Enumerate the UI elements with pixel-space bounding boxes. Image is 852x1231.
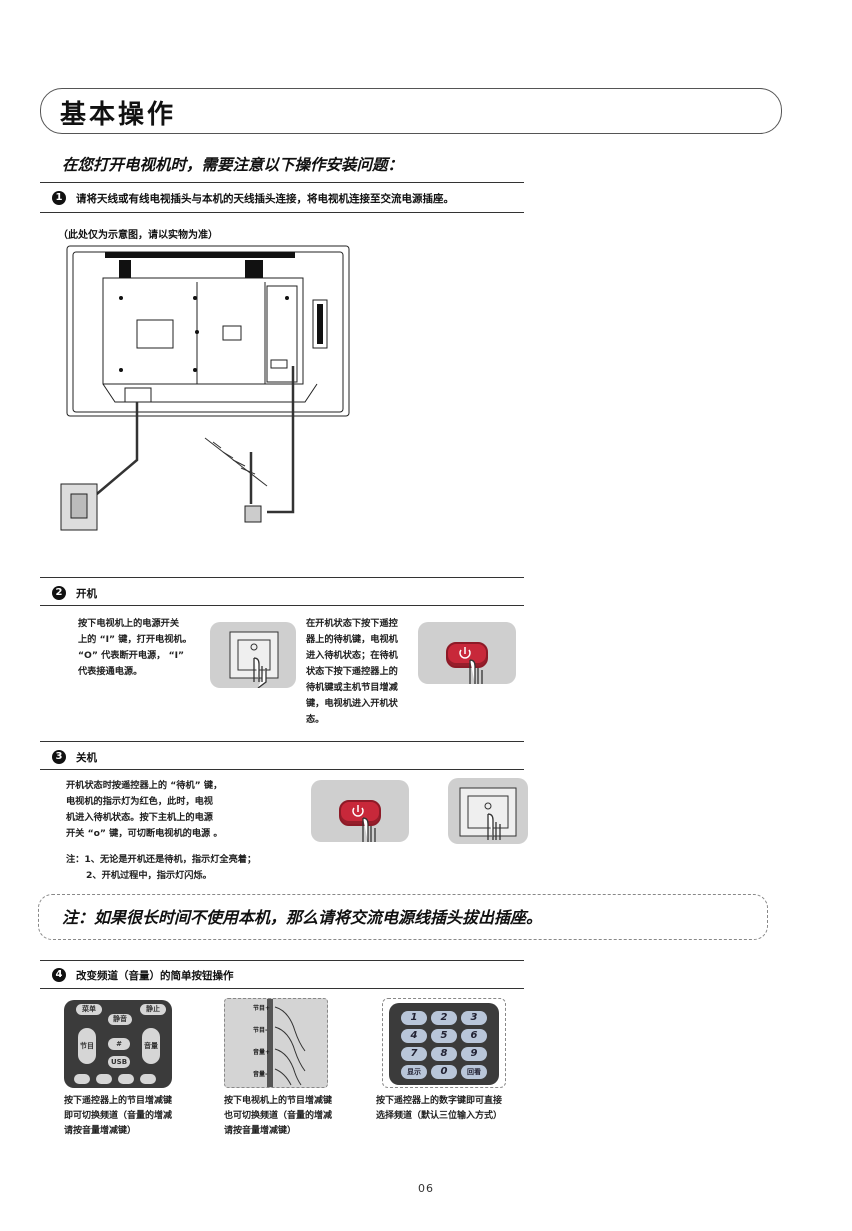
standby-button — [446, 642, 488, 668]
standby-button — [339, 800, 381, 826]
diagram-note: （此处仅为示意图，请以实物为准） — [58, 230, 218, 241]
freeze-button: 静止 — [140, 1004, 166, 1015]
text-line: 键，电视机进入开机状 — [306, 698, 398, 709]
step4-heading: 改变频道（音量）的简单按钮操作 — [76, 970, 234, 982]
page-number: 06 — [418, 1182, 434, 1195]
panel-label: 音量+ — [253, 1049, 271, 1056]
caption-line: 请按音量增减键） — [224, 1126, 297, 1136]
panel-label: 节目+ — [253, 1005, 271, 1012]
page-title: 基本操作 — [60, 100, 177, 130]
power-switch-illustration — [448, 778, 528, 844]
hash-button: # — [108, 1038, 130, 1050]
key-recall: 回看 — [461, 1065, 487, 1079]
text-line: 开机状态时按遥控器上的 “待机” 键， — [66, 780, 223, 791]
caption-line: 选择频道（默认三位输入方式） — [376, 1111, 503, 1121]
menu-button: 菜单 — [76, 1004, 102, 1015]
finger-press-icon — [274, 1006, 306, 1086]
remote-channel-illustration: 菜单 静止 静音 节目 音量 # USB — [64, 1000, 172, 1088]
divider — [40, 577, 524, 578]
text-line: 进入待机状态；在待机 — [306, 650, 398, 661]
text-line: 器上的待机键，电视机 — [306, 634, 398, 645]
stop-button — [96, 1074, 112, 1084]
step3-number: 3 — [52, 750, 66, 764]
divider — [40, 960, 524, 961]
key-display: 显示 — [401, 1065, 427, 1079]
key-6: 6 — [461, 1029, 487, 1043]
notice-frame — [38, 894, 768, 940]
play-button — [118, 1074, 134, 1084]
rewind-button — [74, 1074, 90, 1084]
divider — [40, 182, 524, 183]
key-9: 9 — [461, 1047, 487, 1061]
channel-rocker: 节目 — [78, 1028, 96, 1064]
panel-edge — [267, 999, 273, 1087]
caption-line: 按下遥控器上的节目增减键 — [64, 1096, 173, 1106]
divider — [40, 988, 524, 989]
text-line: 开关 “o” 键，可切断电视机的电源 。 — [66, 828, 223, 839]
power-on-instructions: 按下电视机上的电源开关 上的 “I” 键，打开电视机。 “O” 代表断开电源， … — [78, 616, 192, 680]
divider — [40, 769, 524, 770]
text-line: 电视机的指示灯为红色，此时，电视 — [66, 796, 213, 807]
text-line: 在开机状态下按下遥控 — [306, 618, 398, 629]
mute-button: 静音 — [108, 1014, 132, 1025]
step1-text: 请将天线或有线电视插头与本机的天线插头连接，将电视机连接至交流电源插座。 — [76, 193, 454, 205]
intro-heading: 在您打开电视机时，需要注意以下操作安装问题： — [62, 155, 404, 174]
usb-button: USB — [108, 1056, 130, 1068]
divider — [40, 212, 524, 213]
title-frame — [40, 88, 782, 134]
key-3: 3 — [461, 1011, 487, 1025]
power-switch-icon — [229, 631, 279, 689]
caption-line: 也可切换频道（音量的增减 — [224, 1111, 333, 1121]
power-off-notes: 注：1、无论是开机还是待机，指示灯全亮着； 2、开机过程中，指示灯闪烁。 — [66, 852, 256, 884]
caption-line: 按下遥控器上的数字键即可直接 — [376, 1096, 503, 1106]
keypad-frame: 1 2 3 4 5 6 7 8 9 显示 0 回看 — [382, 998, 506, 1088]
key-0: 0 — [431, 1065, 457, 1079]
text-line: 态。 — [306, 714, 325, 725]
caption-line: 即可切换频道（音量的增减 — [64, 1111, 173, 1121]
step4-number: 4 — [52, 968, 66, 982]
caption-remote-channel: 按下遥控器上的节目增减键 即可切换频道（音量的增减 请按音量增减键） — [64, 1094, 172, 1139]
caption-line: 按下电视机上的节目增减键 — [224, 1096, 333, 1106]
unplug-notice: 注：如果很长时间不使用本机，那么请将交流电源线插头拔出插座。 — [62, 908, 543, 927]
text-line: 机进入待机状态。按下主机上的电源 — [66, 812, 213, 823]
key-7: 7 — [401, 1047, 427, 1061]
power-switch-icon — [459, 787, 517, 840]
key-1: 1 — [401, 1011, 427, 1025]
tv-side-panel-illustration: 节目+ 节目- 音量+ 音量- — [224, 998, 328, 1088]
text-line: 上的 “I” 键，打开电视机。 — [78, 634, 192, 645]
note-line: 注：1、无论是开机还是待机，指示灯全亮着； — [66, 854, 257, 865]
key-4: 4 — [401, 1029, 427, 1043]
key-5: 5 — [431, 1029, 457, 1043]
step3-heading: 关机 — [76, 752, 97, 764]
power-icon — [352, 805, 376, 842]
caption-line: 请按音量增减键） — [64, 1126, 137, 1136]
caption-number-keys: 按下遥控器上的数字键即可直接 选择频道（默认三位输入方式） — [376, 1094, 502, 1124]
power-switch-illustration — [210, 622, 296, 689]
text-line: “O” 代表断开电源， “I” — [78, 650, 185, 661]
power-off-instructions: 开机状态时按遥控器上的 “待机” 键， 电视机的指示灯为红色，此时，电视 机进入… — [66, 778, 223, 842]
text-line: 状态下按下遥控器上的 — [306, 666, 398, 677]
caption-tv-channel: 按下电视机上的节目增减键 也可切换频道（音量的增减 请按音量增减键） — [224, 1094, 332, 1139]
divider — [40, 741, 524, 742]
volume-rocker: 音量 — [142, 1028, 160, 1064]
power-icon — [459, 647, 483, 684]
step2-number: 2 — [52, 586, 66, 600]
panel-label: 音量- — [253, 1071, 268, 1078]
numeric-keypad-illustration: 1 2 3 4 5 6 7 8 9 显示 0 回看 — [389, 1003, 499, 1085]
standby-instructions: 在开机状态下按下遥控 器上的待机键，电视机 进入待机状态；在待机 状态下按下遥控… — [306, 616, 398, 728]
tv-connection-diagram — [60, 245, 350, 531]
text-line: 代表接通电源。 — [78, 666, 143, 677]
forward-button — [140, 1074, 156, 1084]
step2-heading: 开机 — [76, 588, 97, 600]
text-line: 待机键或主机节目增减 — [306, 682, 398, 693]
remote-standby-illustration — [418, 622, 516, 684]
remote-standby-illustration — [311, 780, 409, 842]
step1-number: 1 — [52, 191, 66, 205]
divider — [40, 605, 524, 606]
note-line: 2、开机过程中，指示灯闪烁。 — [86, 870, 212, 881]
text-line: 按下电视机上的电源开关 — [78, 618, 180, 629]
key-8: 8 — [431, 1047, 457, 1061]
panel-label: 节目- — [253, 1027, 268, 1034]
key-2: 2 — [431, 1011, 457, 1025]
